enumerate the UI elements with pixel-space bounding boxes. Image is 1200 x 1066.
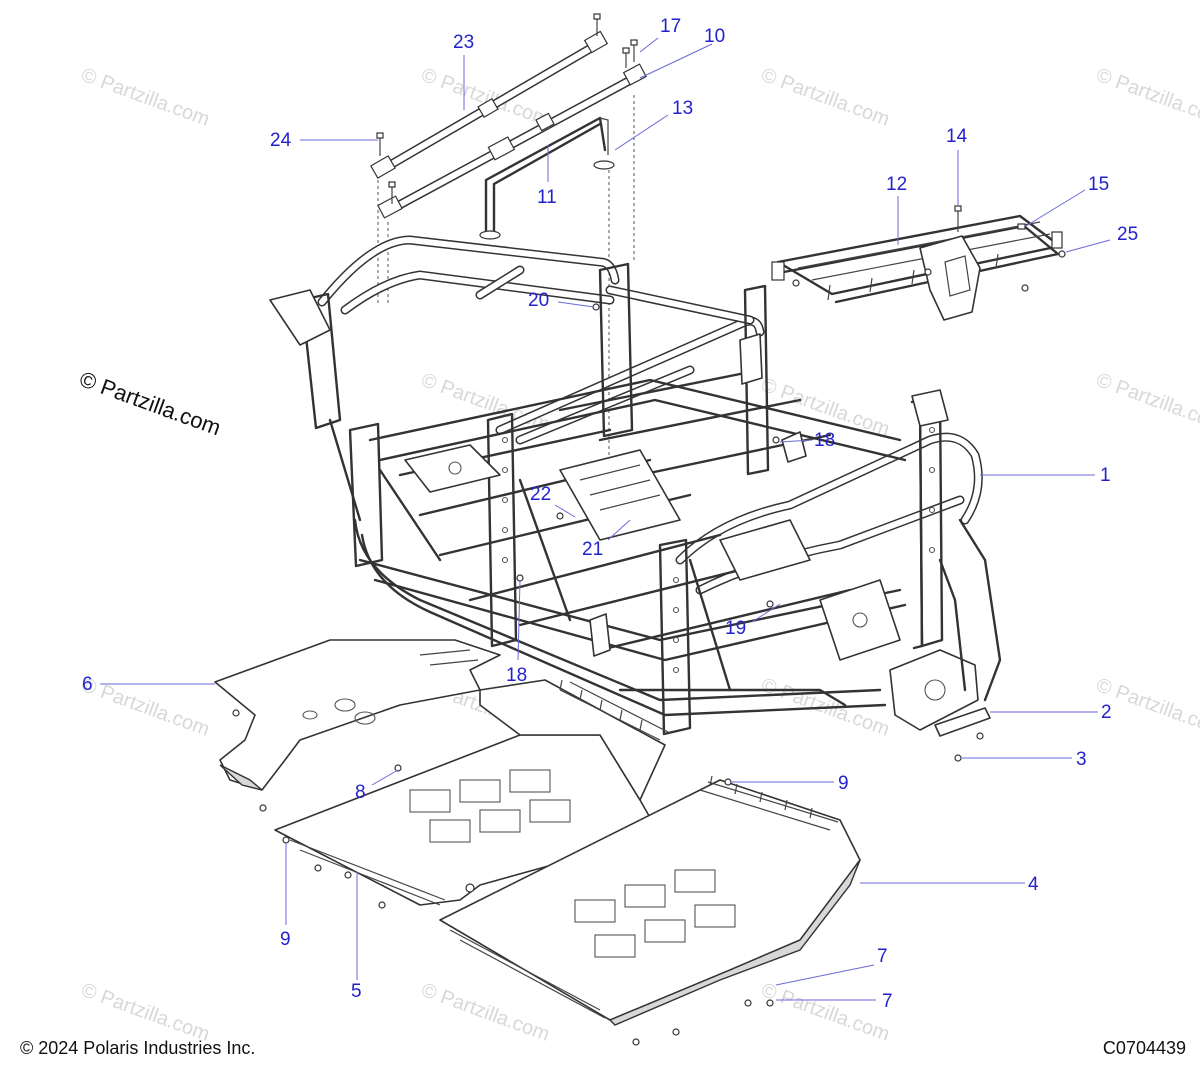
roof-support-bracket-12 xyxy=(479,116,615,240)
watermark: © Partzilla.com xyxy=(758,979,892,1046)
callout-18-lower: 18 xyxy=(506,665,527,686)
callout-13: 12 xyxy=(886,174,907,195)
callout-14: 13 xyxy=(672,98,693,119)
callout-8: 8 xyxy=(355,782,366,803)
bracket-2 xyxy=(934,707,991,762)
callout-4: 4 xyxy=(1028,874,1039,895)
watermark: © Partzilla.com xyxy=(1093,64,1200,131)
callout-20: 20 xyxy=(528,290,549,311)
copyright-notice: © 2024 Polaris Industries Inc. xyxy=(20,1038,256,1058)
watermark: © Partzilla.com xyxy=(78,64,212,131)
skid-plate-6 xyxy=(214,639,501,812)
callout-11: 10 xyxy=(704,26,725,47)
callout-labels: 23 17 10 13 11 24 14 12 15 25 20 18 1 22… xyxy=(82,16,1138,1012)
roof-bars-group xyxy=(370,13,647,470)
watermark: © Partzilla.com xyxy=(1093,369,1200,436)
cargo-rack-13 xyxy=(771,205,1066,321)
watermark: © Partzilla.com xyxy=(418,64,552,131)
rear-cross-bar-19 xyxy=(370,30,609,179)
callout-16: 15 xyxy=(1088,174,1109,195)
callout-10: 7 xyxy=(877,946,888,967)
callout-22: 21 xyxy=(582,539,603,560)
callout-15: 14 xyxy=(946,126,968,147)
callout-25: 25 xyxy=(1117,224,1138,245)
main-frame-1 xyxy=(269,235,1002,736)
watermark: © Partzilla.com xyxy=(78,979,212,1046)
watermark: © Partzilla.com xyxy=(418,979,552,1046)
callout-12: 11 xyxy=(537,187,557,208)
callout-7: 7 xyxy=(882,991,893,1012)
callout-24: 24 xyxy=(270,130,292,151)
skid-plate-4 xyxy=(439,775,861,1046)
watermark: © Partzilla.com xyxy=(758,64,892,131)
brand-mark: © Partzilla.com xyxy=(76,366,224,440)
callout-9-right: 9 xyxy=(838,773,849,794)
callout-9-left: 9 xyxy=(280,929,291,950)
callout-5: 5 xyxy=(351,981,362,1002)
callout-17: 17 xyxy=(660,16,681,37)
callout-19: 23 xyxy=(453,32,474,53)
cross-bar-11 xyxy=(377,63,647,219)
bolts-24 xyxy=(376,132,396,204)
callout-18-upper: 18 xyxy=(814,430,835,451)
callout-3: 3 xyxy=(1076,749,1087,770)
bolts-17 xyxy=(593,13,638,68)
leader-lines xyxy=(100,37,1111,1001)
callout-6: 6 xyxy=(82,674,93,695)
callout-2: 2 xyxy=(1101,702,1112,723)
callout-1: 1 xyxy=(1100,465,1111,486)
callout-23: 22 xyxy=(530,484,551,505)
diagram-code: C0704439 xyxy=(1102,1038,1186,1058)
callout-21: 19 xyxy=(725,618,746,639)
